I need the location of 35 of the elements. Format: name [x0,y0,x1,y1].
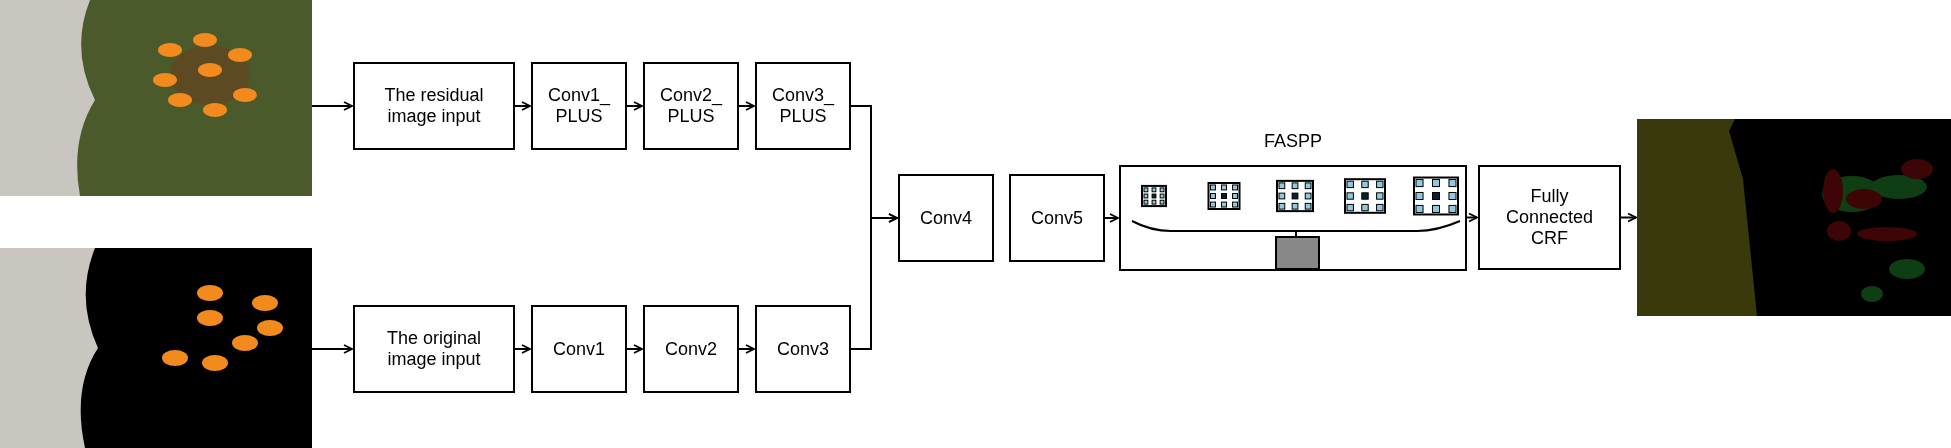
process-box [353,62,515,150]
process-box [643,62,739,150]
arrow [626,101,643,111]
box-label: Fully Connected CRF [1504,186,1595,249]
box-label: Conv2 [665,338,717,360]
process-box [1009,174,1105,262]
arrow [514,344,531,354]
box-label: The original image input [385,328,483,370]
arrow [1620,212,1637,223]
arrow [311,101,353,111]
box-label: Conv5 [1031,207,1083,229]
arrow [626,344,643,354]
module-title: FASPP [1263,131,1323,152]
process-box [755,305,851,393]
box-label: Conv3_ PLUS [770,85,836,127]
arrow [514,101,531,111]
arrow [1466,212,1478,223]
box-label: Conv1 [553,338,605,360]
process-box [755,62,851,150]
process-box [898,174,994,262]
process-box [531,305,627,393]
arrow [738,101,755,111]
process-box [531,62,627,150]
process-box [1478,165,1621,270]
arrow [738,344,755,354]
box-label: Conv1_ PLUS [546,85,612,127]
arrow [311,344,353,354]
arrow [1104,213,1119,223]
box-label: The residual image input [383,85,485,127]
process-box [643,305,739,393]
process-box [353,305,515,393]
box-label: Conv2_ PLUS [658,85,724,127]
box-label: Conv4 [920,207,972,229]
arrow [850,213,898,350]
box-label: Conv3 [777,338,829,360]
